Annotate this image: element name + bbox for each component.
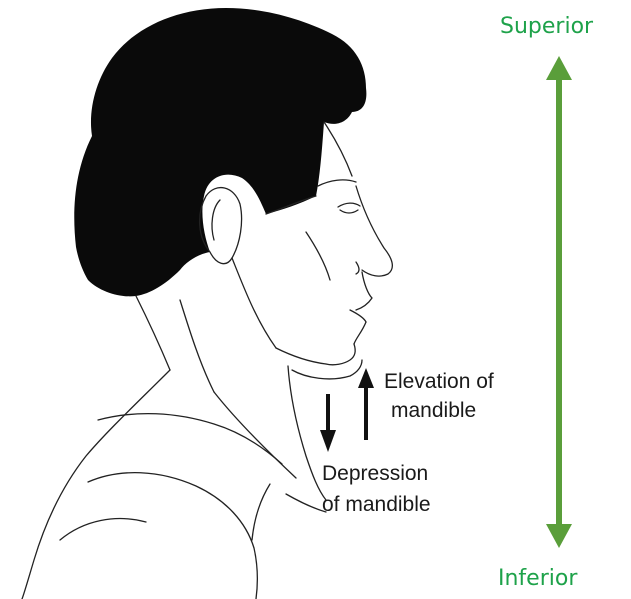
elevation-arrow [358, 368, 374, 440]
superior-label: Superior [500, 14, 593, 40]
orientation-arrow [546, 56, 572, 548]
elevation-label-line1: Elevation of [384, 369, 494, 394]
depression-label-line1: Depression [322, 461, 428, 486]
inferior-label: Inferior [498, 566, 577, 592]
hair [74, 8, 366, 296]
elevation-label-line2: mandible [391, 398, 476, 423]
depression-arrow [320, 394, 336, 452]
depression-label-line2: of mandible [322, 492, 431, 517]
